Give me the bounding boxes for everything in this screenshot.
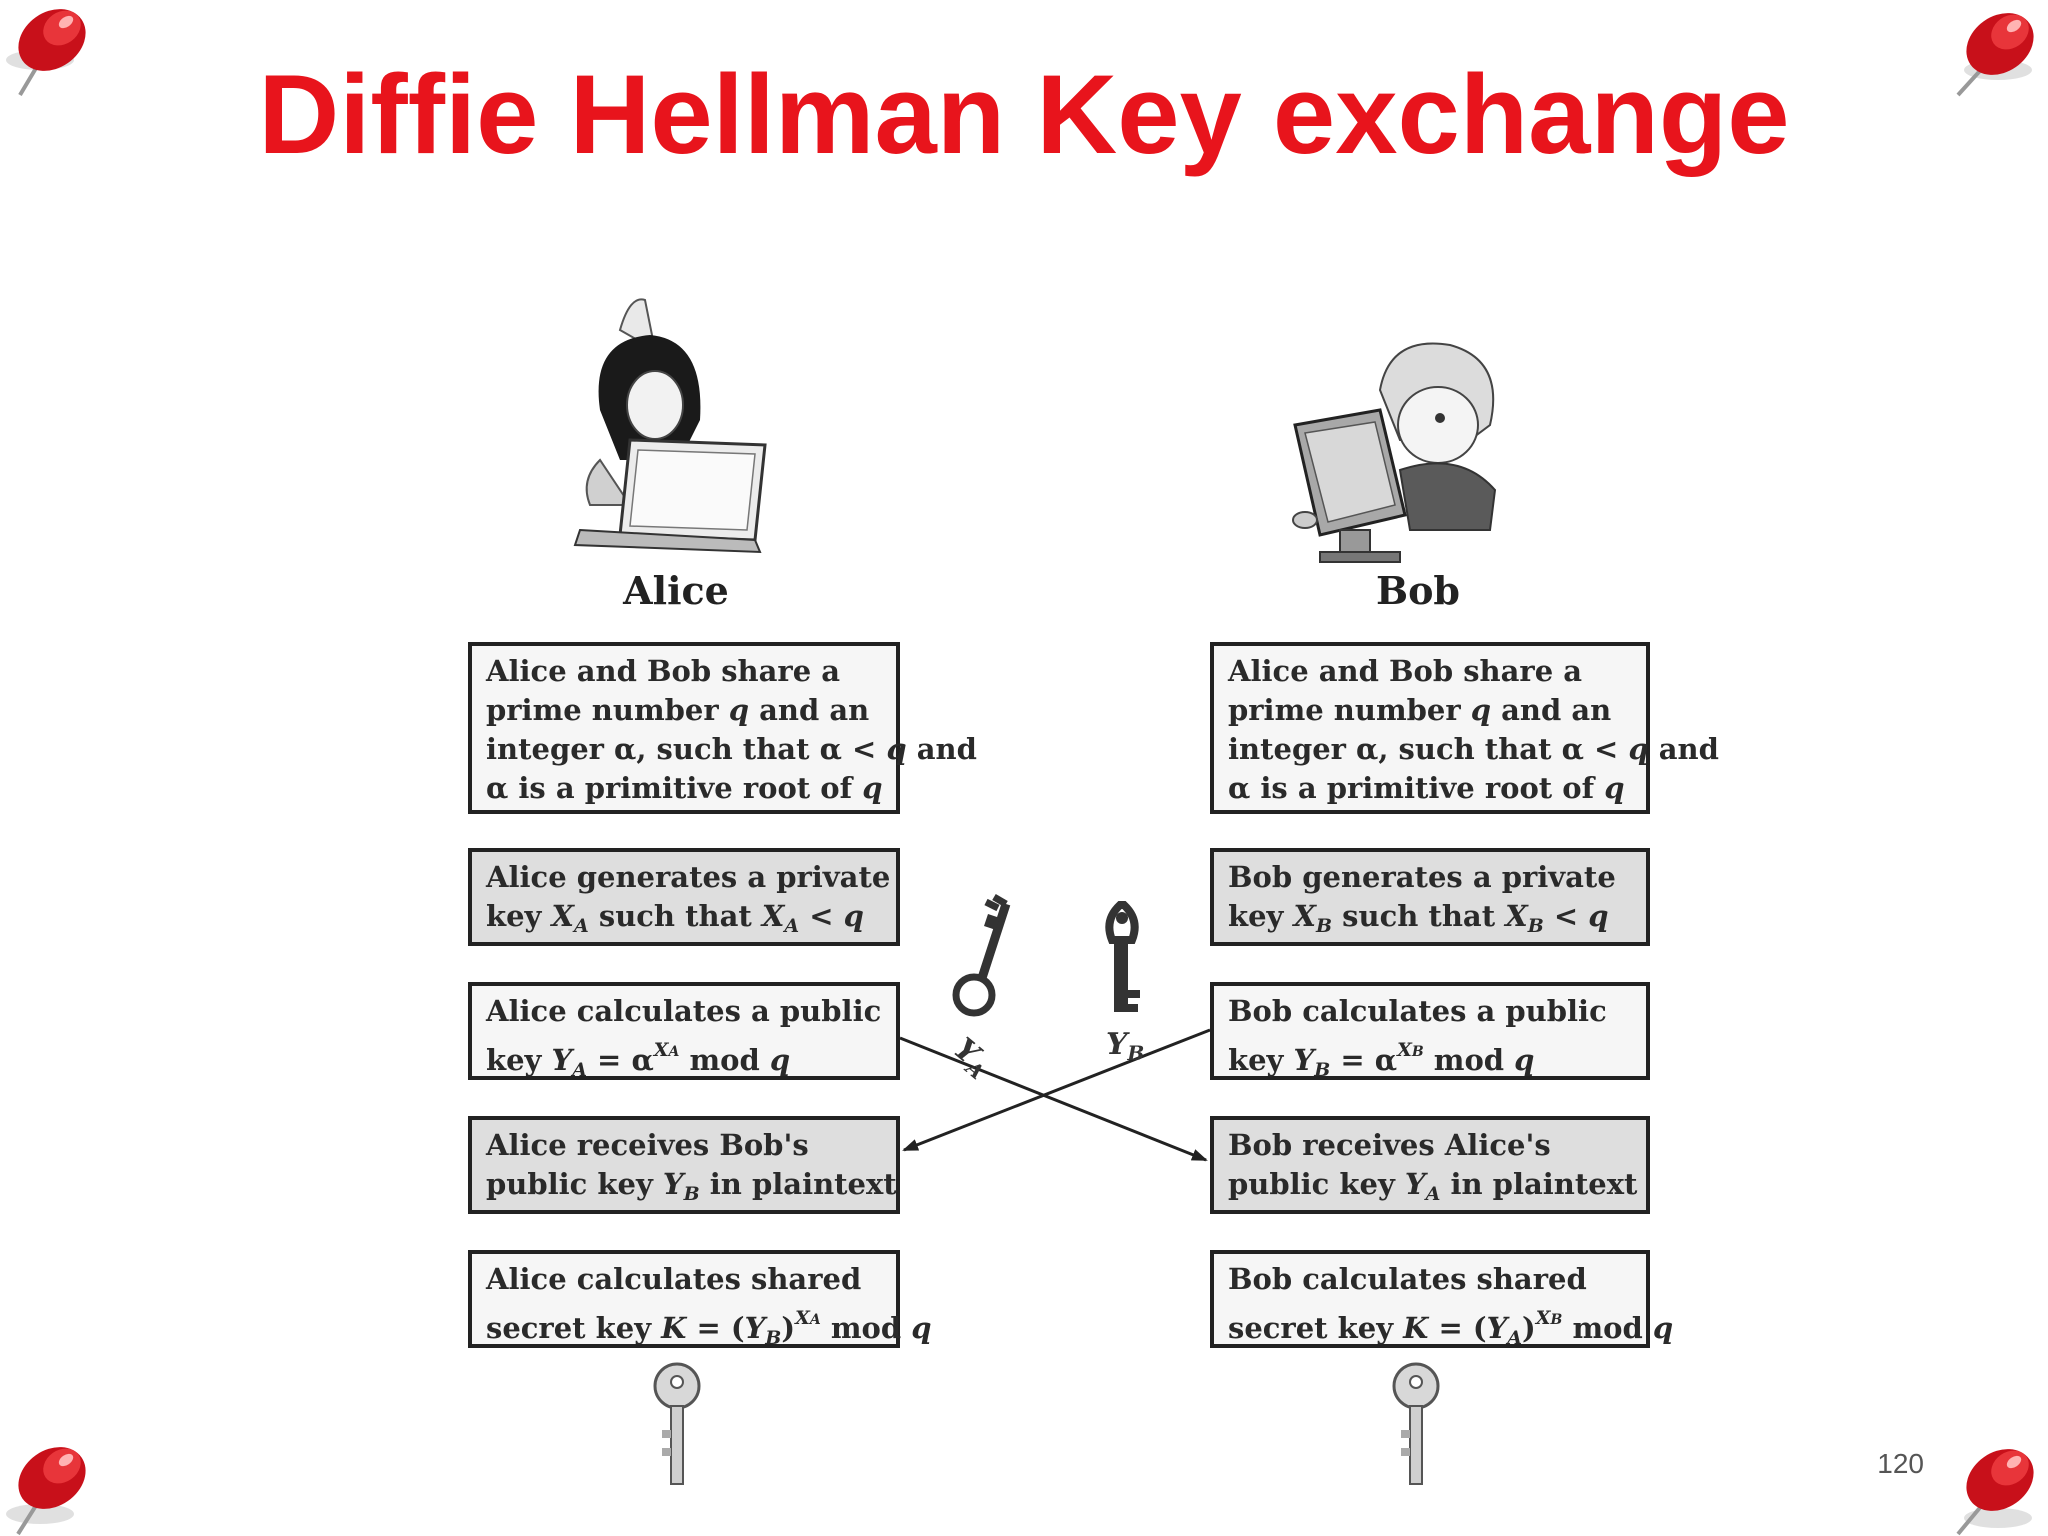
alice-step-5-line-2: secret key K = (YB)XA mod q [486,1307,932,1349]
bob-step-2-line-2: key XB such that XB < q [1228,899,1609,937]
bob-step-2-line-1: Bob generates a private [1228,860,1616,894]
bob-step-private-key: Bob generates a private key XB such that… [1210,848,1650,946]
alice-step-5-line-1: Alice calculates shared [486,1262,862,1296]
alice-step-1-line-2: prime number q and an [486,693,870,727]
alice-step-3-line-1: Alice calculates a public [486,994,882,1028]
bob-step-1-line-1: Alice and Bob share a [1228,654,1583,688]
alice-shared-key-icon [653,1362,701,1485]
bob-step-3-line-2: key YB = αXB mod q [1228,1039,1535,1081]
alice-private-key-icon [952,893,1011,1017]
bob-step-4-line-2: public key YA in plaintext [1228,1167,1638,1205]
arrow-yb-to-alice [902,1028,1211,1152]
alice-step-receive: Alice receives Bob's public key YB in pl… [468,1116,900,1214]
alice-step-shared-secret: Alice calculates shared secret key K = (… [468,1250,932,1349]
bob-step-3-line-1: Bob calculates a public [1228,994,1607,1028]
bob-step-1-line-4: α is a primitive root of q [1228,771,1625,805]
bob-private-key-icon [1105,901,1140,1012]
page-number: 120 [1877,1448,1924,1479]
alice-step-public-key: Alice calculates a public key YA = αXA m… [468,982,900,1081]
alice-step-shared-params: Alice and Bob share a prime number q and… [468,642,977,814]
pushpin-icon [1956,1449,2034,1536]
bob-step-5-line-2: secret key K = (YA)XB mod q [1228,1307,1674,1349]
alice-laptop-icon [573,298,767,554]
bob-shared-key-icon [1392,1362,1440,1485]
pushpin-icon [6,9,86,97]
alice-step-2-line-2: key XA such that XA < q [486,899,864,937]
bob-step-public-key: Bob calculates a public key YB = αXB mod… [1210,982,1650,1081]
label-ya: YA [945,1031,998,1084]
alice-step-4-line-2: public key YB in plaintext [486,1167,897,1205]
alice-step-4-line-1: Alice receives Bob's [486,1128,809,1162]
alice-step-1-line-1: Alice and Bob share a [486,654,841,688]
bob-label: Bob [1375,568,1461,613]
alice-step-1-line-4: α is a primitive root of q [486,771,883,805]
bob-step-4-line-1: Bob receives Alice's [1228,1128,1551,1162]
bob-computer-icon [1292,342,1497,563]
bob-step-receive: Bob receives Alice's public key YA in pl… [1210,1116,1650,1214]
alice-label: Alice [623,568,729,613]
alice-step-2-line-1: Alice generates a private [486,860,891,894]
bob-step-shared-secret: Bob calculates shared secret key K = (YA… [1210,1250,1673,1349]
alice-step-3-line-2: key YA = αXA mod q [486,1039,791,1081]
slide-title: Diffie Hellman Key exchange [258,52,1790,177]
pushpin-icon [1956,13,2034,97]
bob-step-5-line-1: Bob calculates shared [1228,1262,1587,1296]
label-yb: YB [1106,1027,1144,1065]
arrow-ya-to-bob [899,1036,1208,1162]
bob-step-shared-params: Alice and Bob share a prime number q and… [1210,642,1719,814]
alice-step-private-key: Alice generates a private key XA such th… [468,848,900,946]
bob-step-1-line-2: prime number q and an [1228,693,1612,727]
pushpin-icon [6,1447,86,1536]
